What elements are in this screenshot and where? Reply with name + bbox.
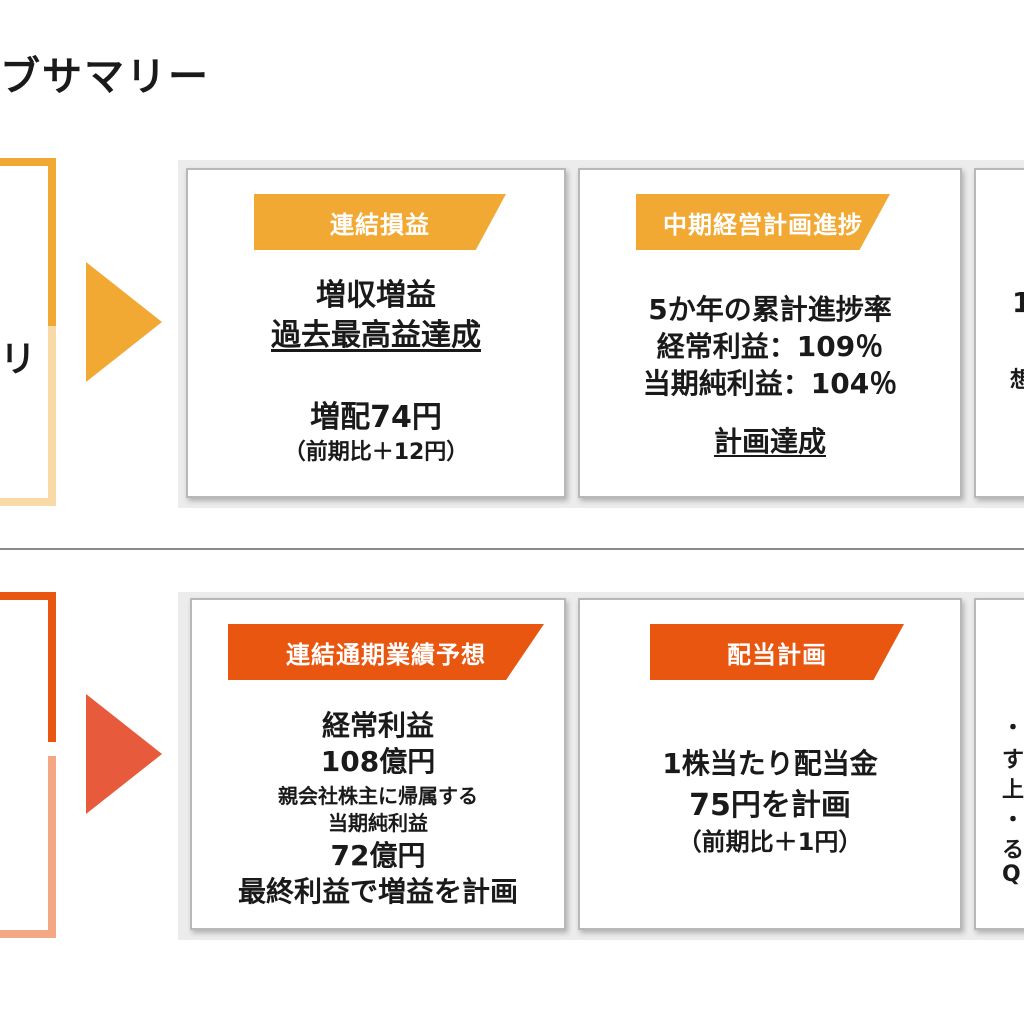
card1-line3: 増配74円 [310,400,442,435]
card3-frag3: 想 [1010,362,1024,394]
b-card1-line1: 経常利益 [321,709,434,742]
bottom-bracket-lower [0,756,56,938]
top-side-label: リ [0,339,37,380]
b-card1-line3: 親会社株主に帰属する [278,784,478,808]
top-bracket-lower [0,326,56,506]
tag-forecast: 連結通期業績予想 [228,624,544,680]
b-card1-line6: 最終利益で増益を計画 [237,875,518,908]
card2-line4: 計画達成 [713,425,826,458]
b-card1-line5: 72億円 [330,839,426,872]
card2-line2: 経常利益：109％ [656,330,884,363]
b-card3-frag5: る [1002,838,1024,863]
card1-line4: （前期比＋12円） [283,440,469,465]
card2-line4-wrap: 計画達成 [580,420,960,460]
b-card3-frag2: す [1002,748,1024,773]
b-card2-line1: 1株当たり配当金 [662,747,878,780]
page-title: ブサマリー [0,54,210,100]
tag-consolidated-pl: 連結損益 [254,194,506,250]
bottom-arrow-icon [86,694,162,814]
card-consolidated-pl: 連結損益 増収増益 過去最高益達成 増配74円 （前期比＋12円） [186,168,566,498]
section-divider [0,548,1024,550]
card-dividend-plan: 配当計画 1株当たり配当金 75円を計画 （前期比＋1円） [578,598,962,930]
card3-frag1: 1 [1012,286,1024,319]
b-card2-line3: （前期比＋1円） [677,828,863,856]
top-arrow-icon [86,262,162,382]
card-forecast: 連結通期業績予想 経常利益 108億円 親会社株主に帰属する 当期純利益 72億… [190,598,566,930]
top-bracket-upper [0,158,56,328]
bottom-bracket-upper [0,592,56,742]
b-card2-line2: 75円を計画 [689,788,851,823]
card2-line3: 当期純利益：104％ [642,367,898,400]
card1-line1: 増収増益 [316,278,436,313]
b-card1-line2: 108億円 [320,745,436,778]
b-card3-frag4: ・ [1002,808,1024,833]
tag-midterm-plan: 中期経営計画進捗 [636,194,890,250]
card-top-third-partial: 1 ・ 想 [974,168,1024,498]
tag-dividend-plan: 配当計画 [650,624,904,680]
card-bottom-third-partial: ・ す 上 ・ る Q [974,598,1024,930]
b-card1-line4: 当期純利益 [328,811,428,835]
card3-frag2: ・ [1020,330,1024,362]
b-card3-frag6: Q [1002,862,1021,887]
card1-line2-wrap: 過去最高益達成 [188,310,564,354]
b-card3-frag3: 上 [1002,778,1024,803]
card1-line2: 過去最高益達成 [271,318,481,353]
card2-line1: 5か年の累計進捗率 [648,293,892,326]
b-card3-frag1: ・ [1002,716,1024,741]
card-midterm-plan: 中期経営計画進捗 5か年の累計進捗率 経常利益：109％ 当期純利益：104％ … [578,168,962,498]
